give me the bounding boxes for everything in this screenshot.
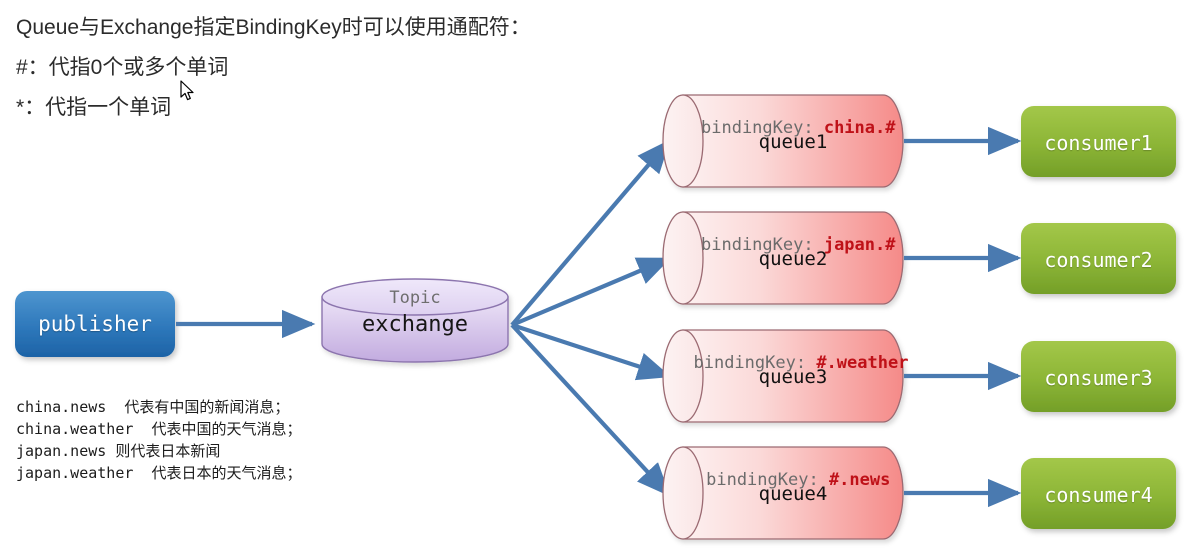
publisher-node[interactable]: [15, 291, 175, 357]
queue3-cylinder-body: [682, 329, 904, 423]
consumer4-box[interactable]: [1021, 458, 1176, 529]
notes-line-star: *：代指一个单词: [16, 96, 172, 119]
arrow-group-queues-to-consumers: [904, 126, 1022, 508]
queue4-node[interactable]: [662, 446, 904, 540]
publisher-box[interactable]: [15, 291, 175, 357]
mouse-pointer-icon: [180, 80, 194, 101]
arrow-exchange-to-queue4: [510, 323, 671, 497]
queue2-cylinder-cap: [662, 211, 704, 305]
queue1-node[interactable]: [662, 94, 904, 188]
notes-line-title: Queue与Exchange指定BindingKey时可以使用通配符：: [16, 16, 531, 39]
consumer2-box[interactable]: [1021, 223, 1176, 294]
notes-line-hash: #：代指0个或多个单词: [16, 56, 229, 79]
queue4-cylinder-cap: [662, 446, 704, 540]
queue1-cylinder-cap: [662, 94, 704, 188]
legend-line-china-weather: china.weather 代表中国的天气消息；: [16, 420, 302, 438]
notes-block: Queue与Exchange指定BindingKey时可以使用通配符： #：代指…: [16, 8, 636, 128]
exchange-cylinder-top: [321, 278, 509, 316]
consumer1-box[interactable]: [1021, 106, 1176, 177]
arrow-group-exchange-to-queues: [510, 139, 672, 497]
legend-line-japan-weather: japan.weather 代表日本的天气消息；: [16, 464, 302, 482]
queue3-node[interactable]: [662, 329, 904, 423]
queue2-node[interactable]: [662, 211, 904, 305]
legend-line-japan-news: japan.news 则代表日本新闻: [16, 442, 221, 460]
queue4-cylinder-body: [682, 446, 904, 540]
arrow-exchange-to-queue3: [511, 323, 672, 381]
queue2-cylinder-body: [682, 211, 904, 305]
queue3-cylinder-cap: [662, 329, 704, 423]
legend-block: china.news 代表有中国的新闻消息； china.weather 代表中…: [16, 396, 416, 484]
arrow-exchange-to-queue1: [510, 139, 671, 327]
legend-line-china-news: china.news 代表有中国的新闻消息；: [16, 398, 290, 416]
exchange-node[interactable]: [321, 278, 509, 363]
queue1-cylinder-body: [682, 94, 904, 188]
consumer3-box[interactable]: [1021, 341, 1176, 412]
arrow-exchange-to-queue2: [511, 257, 672, 327]
